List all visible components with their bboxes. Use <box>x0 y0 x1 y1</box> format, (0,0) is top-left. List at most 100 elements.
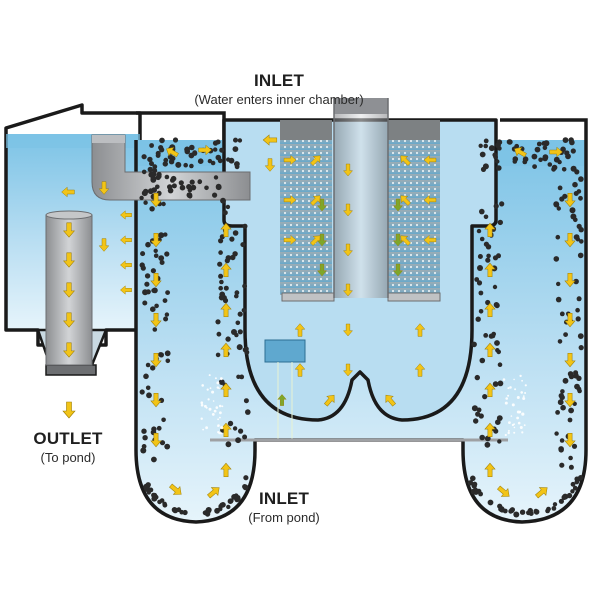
inlet-top-title: INLET <box>253 71 305 90</box>
media-bead-icon <box>144 273 151 279</box>
flow-arrow-icon <box>283 195 297 205</box>
media-bead-icon <box>482 394 488 400</box>
flow-arrow-icon <box>207 487 220 499</box>
media-bead-icon <box>178 180 184 186</box>
media-bead-icon <box>162 502 168 508</box>
media-bead-icon <box>509 507 515 514</box>
air-bubble-icon <box>521 379 523 382</box>
media-bead-icon <box>562 377 569 384</box>
media-bead-icon <box>478 491 483 497</box>
media-bead-icon <box>192 150 198 156</box>
media-bead-icon <box>570 165 577 172</box>
flow-arrow-icon <box>535 487 548 499</box>
flow-arrow-icon <box>564 312 576 328</box>
flow-arrow-icon <box>262 134 278 146</box>
flow-arrow-icon <box>120 210 132 220</box>
media-bead-icon <box>490 333 496 339</box>
bottom-inlet-pipe <box>210 339 508 442</box>
media-bead-icon <box>189 179 195 185</box>
media-bead-icon <box>575 237 581 242</box>
media-bead-icon <box>473 418 479 424</box>
air-bubble-icon <box>513 378 515 381</box>
media-bead-icon <box>557 159 562 165</box>
air-bubble-icon <box>517 421 521 425</box>
flow-arrows <box>61 134 576 499</box>
media-bead-icon <box>149 143 155 148</box>
media-bead-icon <box>245 409 251 415</box>
media-bead-icon <box>159 260 165 265</box>
media-bead-icon <box>495 419 501 426</box>
media-bead-icon <box>231 329 237 335</box>
air-bubble-icon <box>507 429 510 432</box>
media-bead-icon <box>152 164 158 170</box>
media-bead-icon <box>559 462 565 468</box>
media-bead-icon <box>139 389 145 395</box>
air-bubble-icon <box>519 426 523 429</box>
media-bead-icon <box>150 306 156 313</box>
media-bead-icon <box>479 357 486 364</box>
media-bead-icon <box>152 327 158 332</box>
flow-arrow-icon <box>385 394 396 407</box>
media-bead-icon <box>578 345 584 351</box>
flow-arrow-icon <box>166 147 179 158</box>
media-bead-icon <box>216 331 222 337</box>
media-bead-icon <box>218 273 224 279</box>
media-bead-icon <box>522 159 528 165</box>
flow-arrow-icon <box>564 352 576 368</box>
media-bead-icon <box>156 173 162 179</box>
air-bubble-icon <box>510 415 513 417</box>
air-bubble-icon <box>217 418 220 421</box>
media-bead-icon <box>236 374 241 379</box>
media-bead-icon <box>578 195 583 201</box>
media-bead-icon <box>225 336 231 342</box>
flow-arrow-icon <box>63 252 75 268</box>
media-bead-icon <box>215 154 222 161</box>
flow-arrow-icon <box>414 363 426 377</box>
air-bubble-icon <box>516 396 520 399</box>
media-bead-icon <box>156 152 161 157</box>
flow-arrow-icon <box>120 235 132 245</box>
flow-arrow-icon <box>317 263 327 277</box>
media-bead-icon <box>215 139 221 145</box>
media-bead-icon <box>159 147 165 153</box>
media-bead-icon <box>141 444 147 449</box>
media-bead-icon <box>573 217 578 223</box>
media-bead-icon <box>478 309 484 314</box>
media-bead-icon <box>486 253 491 259</box>
media-bead-icon <box>578 176 584 182</box>
media-bead-icon <box>145 385 151 391</box>
media-bead-icon <box>219 147 225 153</box>
media-bead-icon <box>474 277 480 282</box>
flow-arrow-icon <box>564 232 576 248</box>
flow-arrow-icon <box>484 422 496 438</box>
media-bead-icon <box>141 154 147 160</box>
media-bead-icon <box>519 509 526 515</box>
media-bead-icon <box>475 316 481 322</box>
media-bead-icon <box>154 303 159 309</box>
media-bead-icon <box>555 296 562 303</box>
media-bead-icon <box>470 488 477 495</box>
media-bead-icon <box>492 152 498 158</box>
air-bubble-icon <box>511 403 515 407</box>
media-bead-icon <box>143 373 149 380</box>
media-bead-icon <box>149 161 154 167</box>
media-bead-icon <box>151 288 157 293</box>
media-bead-icon <box>494 340 500 346</box>
media-bead-icon <box>141 169 147 175</box>
media-bead-icon <box>142 435 148 441</box>
air-bubble-icon <box>508 421 511 424</box>
media-bead-icon <box>483 333 489 338</box>
media-bead-icon <box>213 147 218 152</box>
flow-arrow-icon <box>414 323 426 337</box>
media-bead-icon <box>483 143 489 149</box>
media-bead-icon <box>218 238 224 244</box>
media-bead-icon <box>546 506 551 512</box>
media-bead-icon <box>142 289 149 296</box>
inlet-bottom-title: INLET <box>258 489 310 508</box>
air-bubble-icon <box>208 407 212 411</box>
media-bead-icon <box>189 144 195 151</box>
air-bubble-icon <box>220 377 223 381</box>
flow-arrow-icon <box>220 302 232 318</box>
media-bead-icon <box>483 214 489 220</box>
flow-arrow-icon <box>343 363 353 377</box>
